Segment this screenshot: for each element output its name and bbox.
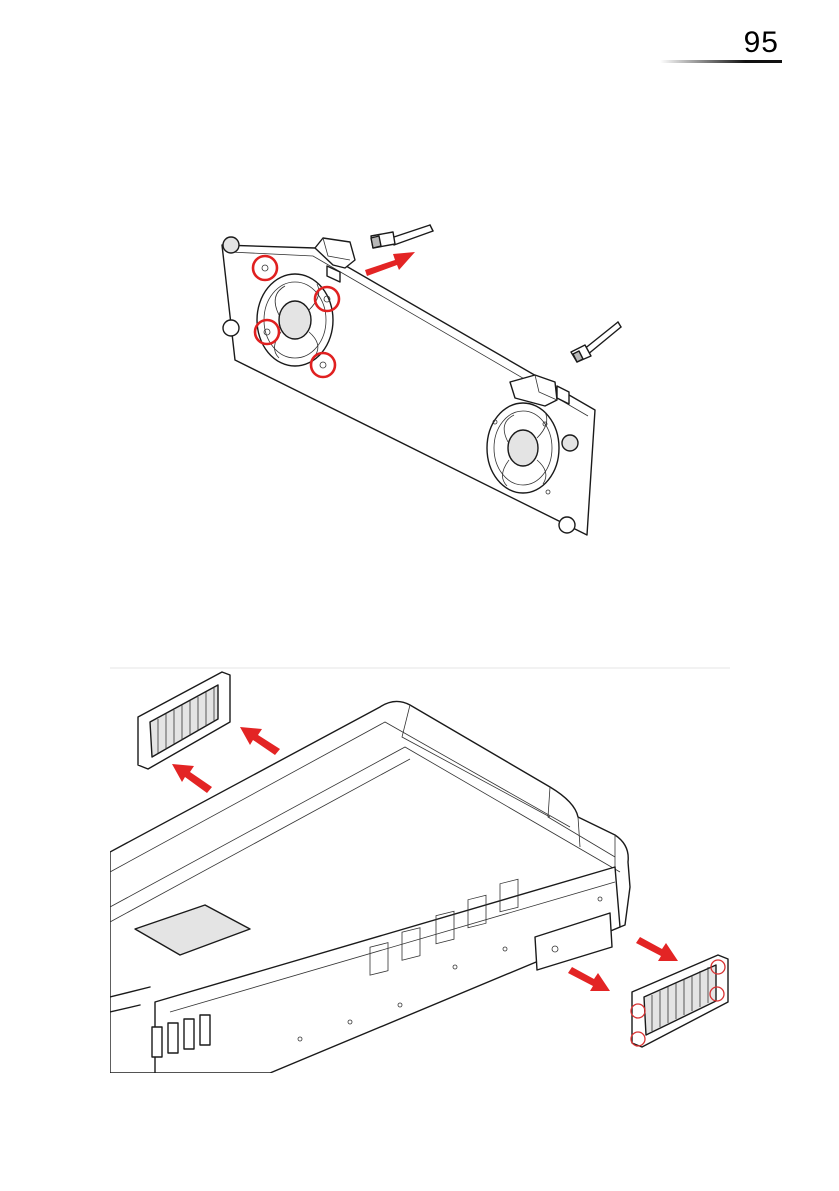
fan-assembly-figure	[205, 210, 625, 550]
fan-right	[487, 403, 559, 493]
inverter-vents-figure	[110, 667, 730, 1073]
fan-plate-diagram	[205, 210, 625, 550]
header-rule	[660, 60, 782, 63]
vent-grille-right	[631, 955, 728, 1047]
arrow-up-left-2	[172, 764, 212, 793]
arrow-down-right-2	[568, 967, 610, 991]
vent-grille-left	[138, 672, 230, 769]
arrow-up-left-1	[240, 727, 280, 755]
pull-direction-arrow	[365, 252, 415, 276]
fan-cable-right	[571, 322, 621, 362]
inverter-diagram	[110, 667, 730, 1073]
page-number: 95	[744, 26, 779, 60]
fan-cable-left	[371, 225, 433, 248]
arrow-down-right-1	[636, 937, 678, 961]
inverter-housing	[110, 701, 630, 1073]
